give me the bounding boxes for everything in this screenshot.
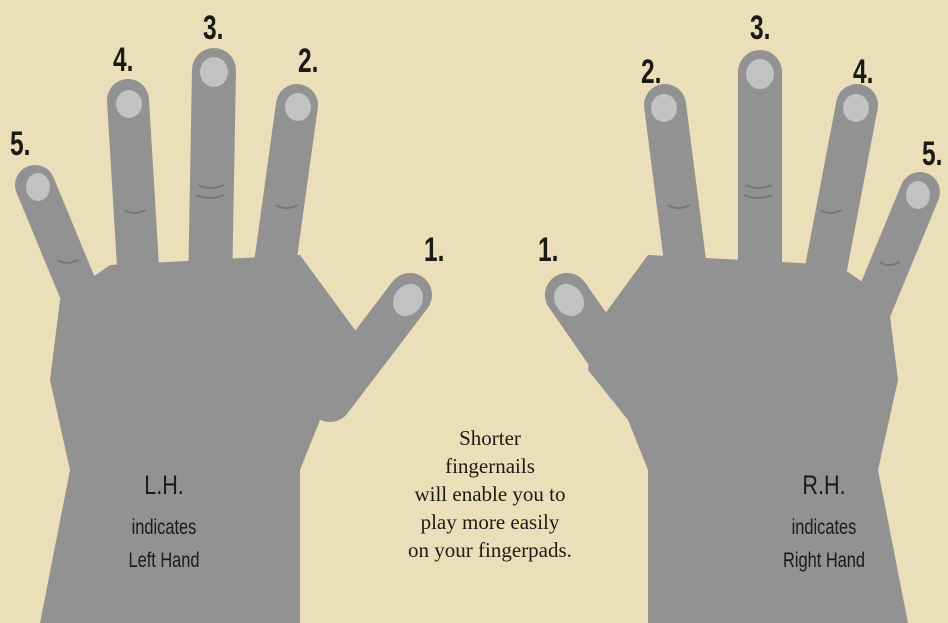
right-finger-label-1: 1. (538, 233, 558, 267)
left-finger-3 (210, 70, 214, 290)
right-nail-3 (746, 59, 774, 89)
left-nail-2 (285, 93, 311, 121)
left-finger-5 (35, 185, 95, 330)
left-finger-label-5: 5. (10, 127, 30, 161)
tip-line-5: on your fingerpads. (370, 540, 610, 561)
left-finger-label-4: 4. (113, 43, 133, 77)
right-nail-2 (651, 94, 677, 122)
right-finger-label-3: 3. (750, 11, 770, 45)
right-finger-4 (820, 105, 857, 300)
tip-line-4: play more easily (370, 512, 610, 533)
left-nail-4 (116, 90, 142, 118)
left-hand-image (26, 57, 429, 623)
right-finger-label-5: 5. (922, 137, 942, 171)
left-hand-desc-line-1: indicates (102, 511, 227, 544)
right-nail-5 (906, 181, 930, 209)
left-finger-2 (270, 105, 297, 300)
right-hand-desc-line-2: Right Hand (762, 544, 887, 577)
left-finger-label-1: 1. (424, 233, 444, 267)
left-finger-4 (128, 100, 140, 300)
tip-line-1: Shorter (370, 428, 610, 449)
tip-line-2: fingernails (370, 456, 610, 477)
tip-line-3: will enable you to (370, 484, 610, 505)
left-hand-code: L.H. (108, 472, 220, 499)
right-hand-code: R.H. (768, 472, 880, 499)
right-hand-desc-line-1: indicates (762, 511, 887, 544)
left-hand-desc-line-2: Left Hand (102, 544, 227, 577)
left-nail-3 (200, 57, 228, 87)
left-finger-label-2: 2. (298, 44, 318, 78)
right-finger-5 (863, 192, 920, 330)
left-nail-5 (26, 173, 50, 201)
right-finger-label-2: 2. (641, 55, 661, 89)
right-nail-4 (843, 94, 869, 122)
right-finger-label-4: 4. (853, 55, 873, 89)
right-finger-2 (665, 105, 690, 300)
left-finger-label-3: 3. (203, 11, 223, 45)
